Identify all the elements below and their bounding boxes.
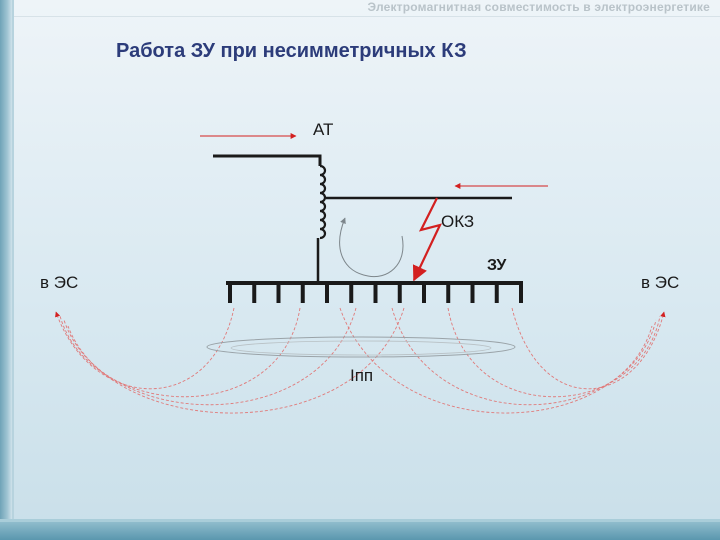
return-arc-right-2 — [447, 307, 661, 398]
left-decor-line — [12, 0, 14, 540]
header-divider — [14, 16, 720, 17]
bottom-decor-bar — [0, 522, 720, 540]
grounding-electrodes — [228, 283, 523, 303]
label-autotransformer: АТ — [313, 120, 333, 139]
return-arc-left-2 — [59, 307, 301, 398]
label-current: Iпп — [350, 366, 373, 385]
current-loop-inner — [230, 340, 492, 356]
left-decor-bar — [0, 0, 12, 540]
return-current-arcs — [55, 307, 666, 414]
slide-title: Работа ЗУ при несимметричных КЗ — [116, 40, 467, 62]
return-arc-left-1 — [55, 307, 235, 390]
circulating-current-loop — [339, 217, 404, 278]
return-arc-right-1 — [511, 307, 666, 390]
bottom-decor-line — [0, 519, 720, 522]
label-grounding-device: ЗУ — [487, 257, 507, 274]
header-subtitle: Электромагнитная совместимость в электро… — [367, 0, 710, 14]
label-to-system-left: в ЭС — [40, 273, 78, 292]
return-arc-left-3 — [63, 307, 357, 406]
label-to-system-right: в ЭС — [641, 273, 679, 292]
return-arc-left-4 — [67, 307, 405, 414]
hv-line — [213, 154, 322, 166]
fault-lightning — [412, 197, 443, 282]
return-arc-right-4 — [339, 307, 653, 414]
label-fault: ОКЗ — [441, 212, 474, 231]
autotransformer-winding — [319, 164, 327, 240]
current-loop-outer — [206, 336, 516, 358]
